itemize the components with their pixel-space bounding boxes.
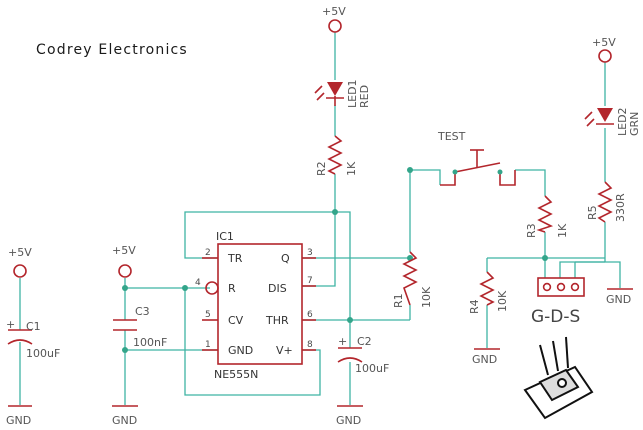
led2-ref: LED2 <box>616 107 629 136</box>
wires <box>19 32 621 405</box>
capacitor-c1: + C1 100uF <box>6 318 60 360</box>
ground-label: GND <box>112 414 137 427</box>
r1-value: 10K <box>420 286 433 308</box>
resistor-r4: R4 10K <box>468 271 509 314</box>
polarity-plus: + <box>338 335 347 348</box>
resistor-r3: R3 1K <box>525 195 569 238</box>
ground-label: GND <box>472 353 497 366</box>
ground-label: GND <box>606 293 631 306</box>
c1-ref: C1 <box>26 320 41 333</box>
junction-dot <box>347 317 353 323</box>
pin-number: 1 <box>205 340 211 350</box>
ground-label: GND <box>336 414 361 427</box>
r5-value: 330R <box>614 193 627 222</box>
pin-number: 5 <box>205 310 211 320</box>
junction-dot <box>332 209 338 215</box>
resistor-r1: R1 10K <box>392 251 433 308</box>
ground-symbol-c2: GND <box>336 405 363 427</box>
junction-dot <box>182 285 188 291</box>
pin-name: Q <box>281 252 290 265</box>
junction-dot <box>122 285 128 291</box>
supply-symbol-led1: +5V <box>322 5 346 33</box>
ground-symbol-source: GND <box>606 288 633 306</box>
ic-ref: IC1 <box>216 230 234 243</box>
junction-dots <box>122 167 548 353</box>
c3-value: 100nF <box>133 336 167 349</box>
resistor-r5: R5 330R <box>586 181 627 223</box>
pin-number: 4 <box>195 278 201 288</box>
led1-ref: LED1 <box>346 79 359 108</box>
junction-dot <box>407 167 413 173</box>
supply-symbol-c3: +5V <box>112 244 136 278</box>
pin-name: GND <box>228 344 253 357</box>
resistor-r2: R2 1K <box>315 135 358 176</box>
supply-label: +5V <box>112 244 136 257</box>
r5-ref: R5 <box>586 205 599 220</box>
pin-name: R <box>228 282 236 295</box>
pin-number: 3 <box>307 248 313 258</box>
pin-name: TR <box>227 252 243 265</box>
mosfet-pinout: G-D-S <box>531 307 580 327</box>
capacitor-c3: C3 100nF <box>113 305 167 349</box>
diagram-title: Codrey Electronics <box>36 42 188 58</box>
pin-number: 7 <box>307 276 313 286</box>
ic1-ne555: IC1 NE555N 2 4 5 1 3 7 6 8 TR R CV GND Q… <box>195 230 316 381</box>
pin-name: CV <box>228 314 244 327</box>
supply-label: +5V <box>8 246 32 259</box>
r3-value: 1K <box>556 223 569 238</box>
c2-value: 100uF <box>355 362 389 375</box>
pin-name: DIS <box>268 282 287 295</box>
c2-ref: C2 <box>357 335 372 348</box>
mosfet-package-icon <box>523 336 594 420</box>
c3-ref: C3 <box>135 305 150 318</box>
pin-name: THR <box>265 314 289 327</box>
junction-dot <box>122 347 128 353</box>
led2-green: LED2 GRN <box>584 107 641 136</box>
led2-color: GRN <box>628 112 641 136</box>
ground-symbol-c3: GND <box>112 405 138 427</box>
led1-color: RED <box>358 85 371 108</box>
r2-ref: R2 <box>315 161 328 176</box>
pin-number: 8 <box>307 340 313 350</box>
r4-value: 10K <box>496 290 509 312</box>
ic-part: NE555N <box>214 368 258 381</box>
pin-name: V+ <box>276 344 293 357</box>
pin-number: 2 <box>205 248 211 258</box>
r4-ref: R4 <box>468 299 481 314</box>
reset-inversion-bubble <box>205 281 219 295</box>
test-pushbutton: TEST <box>437 130 516 186</box>
polarity-plus: + <box>6 318 15 331</box>
pin-number: 6 <box>307 310 313 320</box>
ground-symbol-c1: GND <box>6 405 32 427</box>
supply-symbol-led2: +5V <box>592 36 616 63</box>
r3-ref: R3 <box>525 223 538 238</box>
switch-label: TEST <box>437 130 466 143</box>
supply-symbol-c1: +5V <box>8 246 32 278</box>
led1-red: LED1 RED <box>314 79 371 108</box>
supply-label: +5V <box>592 36 616 49</box>
r1-ref: R1 <box>392 293 405 308</box>
supply-label: +5V <box>322 5 346 18</box>
capacitor-c2: + C2 100uF <box>337 335 389 375</box>
ground-symbol-r4: GND <box>472 348 500 366</box>
r2-value: 1K <box>345 161 358 176</box>
junction-dot <box>542 255 548 261</box>
mosfet-header: G-D-S <box>531 277 585 327</box>
ground-label: GND <box>6 414 31 427</box>
c1-value: 100uF <box>26 347 60 360</box>
